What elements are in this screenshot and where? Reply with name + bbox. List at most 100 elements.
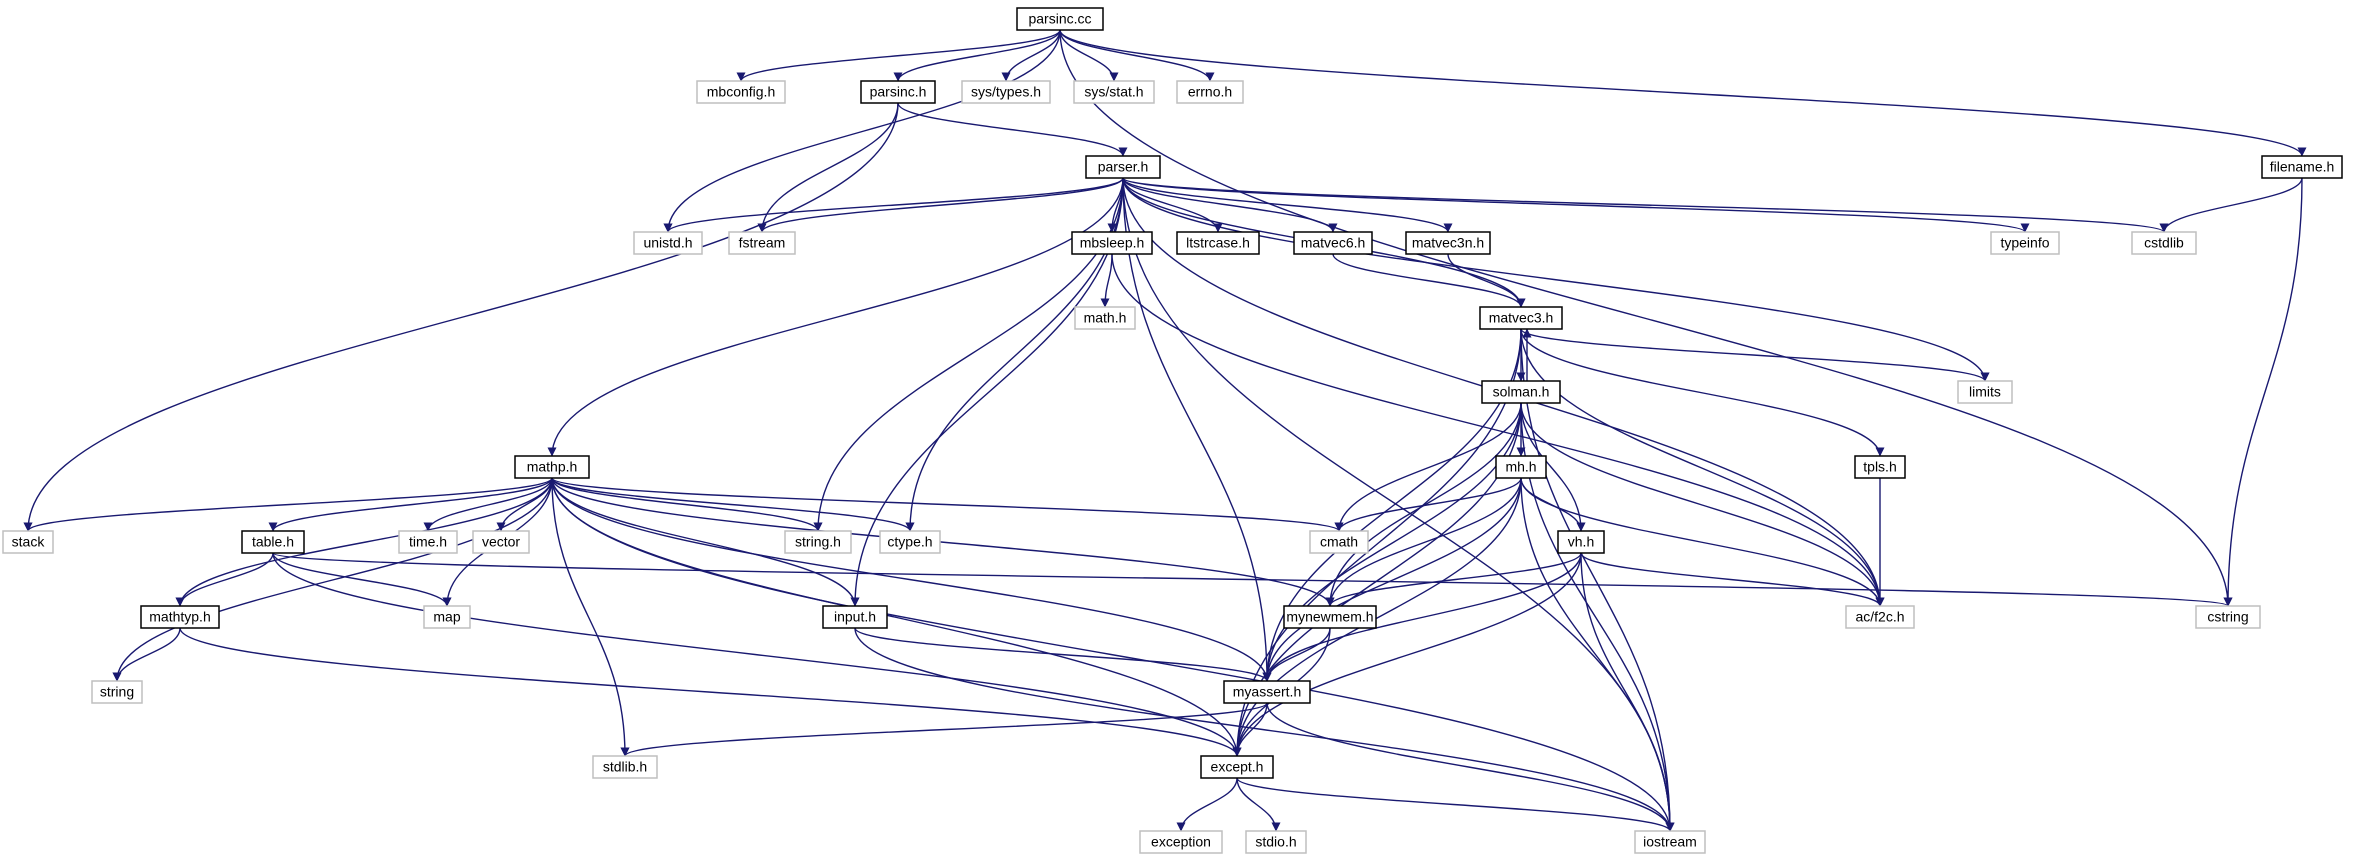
edge-matvec3-h-to-ac-f2c-h [1520,328,1885,607]
node-box-stdlib-h [592,755,658,779]
node-label-stdlib-h: stdlib.h [603,759,647,775]
node-ac-f2c-h: ac/f2c.h [1845,605,1915,629]
edge-except-h-to-exception [1176,777,1238,832]
node-parser-h[interactable]: parser.h [1085,155,1161,179]
node-parsinc-cc[interactable]: parsinc.cc [1016,7,1104,31]
node-errno-h: errno.h [1176,80,1244,104]
edge-mathtyp-h-to-string [112,627,181,682]
edge-mathp-h-to-mynewmem-h [551,477,1335,607]
node-box-mynewmem-h [1283,605,1377,629]
node-box-parser-h [1085,155,1161,179]
edge-vh-h-to-except-h [1232,552,1582,757]
edge-mathp-h-to-string-h [551,477,823,532]
node-table-h[interactable]: table.h [241,530,305,554]
node-box-ctype-h [879,530,941,554]
edge-input-h-to-iostream [854,627,1675,832]
node-fstream: fstream [728,231,796,255]
edge-table-h-to-except-h [272,552,1242,757]
edge-matvec3n-h-to-matvec3-h [1447,253,1526,308]
node-myassert-h[interactable]: myassert.h [1223,680,1311,704]
node-mathp-h[interactable]: mathp.h [514,455,590,479]
node-box-unistd-h [633,231,703,255]
edge-parsinc-cc-to-parsinc-h [893,29,1061,82]
node-box-limits [1957,380,2013,404]
node-label-cstring: cstring [2207,609,2248,625]
node-ltstrcase-h[interactable]: ltstrcase.h [1176,231,1260,255]
edge-mh-h-to-ac-f2c-h [1520,477,1885,607]
node-tpls-h[interactable]: tpls.h [1854,455,1906,479]
node-cmath: cmath [1309,530,1369,554]
edge-parser-h-to-myassert-h [1122,177,1272,682]
edge-parsinc-cc-to-unistd-h [663,29,1061,233]
edge-input-h-to-myassert-h [854,627,1272,682]
edge-parser-h-to-matvec6-h [1122,177,1338,233]
edge-mathtyp-h-to-except-h [179,627,1242,757]
node-vh-h[interactable]: vh.h [1557,530,1605,554]
node-box-stdio-h [1245,830,1307,854]
node-mynewmem-h[interactable]: mynewmem.h [1283,605,1377,629]
node-box-except-h [1200,755,1274,779]
node-math-h: math.h [1074,306,1136,330]
node-filename-h[interactable]: filename.h [2261,155,2343,179]
node-mathtyp-h[interactable]: mathtyp.h [140,605,220,629]
node-matvec3-h[interactable]: matvec3.h [1479,306,1563,330]
node-mh-h[interactable]: mh.h [1495,455,1547,479]
node-iostream: iostream [1634,830,1706,854]
node-label-math-h: math.h [1084,310,1127,326]
node-box-fstream [728,231,796,255]
edge-mathp-h-to-time-h [423,477,553,532]
node-mbsleep-h[interactable]: mbsleep.h [1071,231,1153,255]
node-box-cstring [2195,605,2261,629]
node-mbconfig-h: mbconfig.h [696,80,786,104]
node-ctype-h: ctype.h [879,530,941,554]
node-box-mbconfig-h [696,80,786,104]
node-solman-h[interactable]: solman.h [1481,380,1561,404]
node-label-tpls-h: tpls.h [1863,459,1896,475]
node-label-mathtyp-h: mathtyp.h [149,609,210,625]
node-label-vh-h: vh.h [1568,534,1594,550]
node-box-table-h [241,530,305,554]
node-label-matvec6-h: matvec6.h [1301,235,1366,251]
edge-solman-h-to-ac-f2c-h [1520,402,1885,607]
node-label-filename-h: filename.h [2270,159,2335,175]
node-label-except-h: except.h [1211,759,1264,775]
edge-mathp-h-to-ctype-h [551,477,915,532]
edge-solman-h-to-mynewmem-h [1325,402,1522,607]
node-box-stack [2,530,54,554]
edge-mynewmem-h-to-myassert-h [1262,627,1331,682]
node-sys-stat-h: sys/stat.h [1073,80,1155,104]
node-input-h[interactable]: input.h [822,605,888,629]
edge-vh-h-to-myassert-h [1262,552,1582,682]
edge-parser-h-to-limits [1122,177,1990,382]
edge-parser-h-to-matvec3n-h [1122,177,1453,233]
node-label-sys-types-h: sys/types.h [971,84,1041,100]
node-label-stack: stack [12,534,46,550]
node-label-string-h: string.h [795,534,841,550]
node-box-vector [472,530,530,554]
node-box-cmath [1309,530,1369,554]
node-stdlib-h: stdlib.h [592,755,658,779]
node-parsinc-h[interactable]: parsinc.h [860,80,936,104]
node-box-string-h [784,530,852,554]
edge-mathp-h-to-stdlib-h [551,477,630,757]
edge-matvec3-h-to-tpls-h [1520,328,1885,457]
edge-solman-h-to-vh-h [1520,402,1586,532]
node-label-ctype-h: ctype.h [887,534,932,550]
edge-except-h-to-iostream [1236,777,1675,832]
node-label-mbconfig-h: mbconfig.h [707,84,775,100]
node-vector: vector [472,530,530,554]
edge-filename-h-to-cstring [2223,177,2303,607]
node-box-matvec6-h [1293,231,1373,255]
node-unistd-h: unistd.h [633,231,703,255]
edge-parsinc-h-to-fstream [757,102,899,233]
edge-mathp-h-to-cmath [551,477,1344,532]
node-box-sys-stat-h [1073,80,1155,104]
node-label-mbsleep-h: mbsleep.h [1080,235,1145,251]
node-box-string [91,680,143,704]
node-matvec3n-h[interactable]: matvec3n.h [1405,231,1491,255]
node-label-sys-stat-h: sys/stat.h [1084,84,1143,100]
node-except-h[interactable]: except.h [1200,755,1274,779]
edge-vh-h-to-iostream [1580,552,1675,832]
node-matvec6-h[interactable]: matvec6.h [1293,231,1373,255]
